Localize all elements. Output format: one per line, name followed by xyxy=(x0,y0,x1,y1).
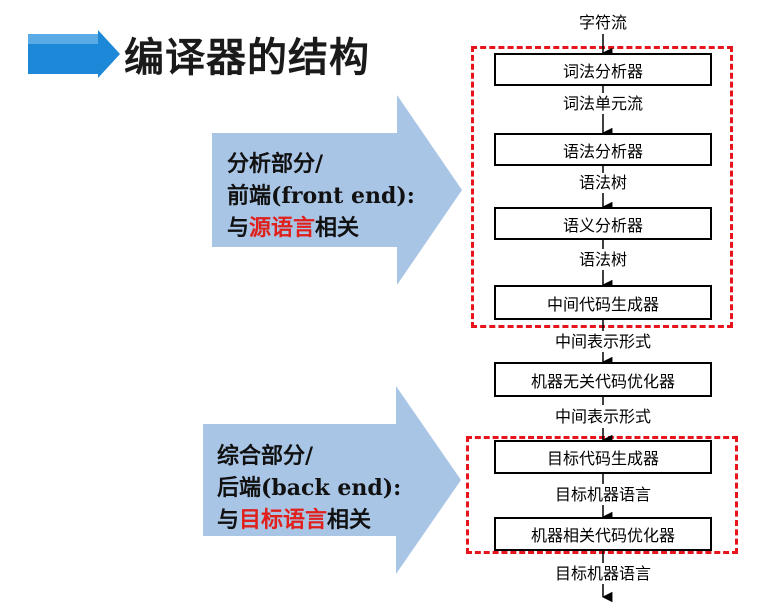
front-end-description: 分析部分/ 前端(front end): 与源语言相关 xyxy=(227,148,415,244)
label-target-code-2: 目标机器语言 xyxy=(554,564,652,583)
label-ir-2: 中间表示形式 xyxy=(554,407,652,426)
front-end-line3-post: 相关 xyxy=(315,215,360,241)
front-end-line2: 前端(front end): xyxy=(227,183,415,209)
title-arrow-icon xyxy=(28,30,120,78)
front-end-line3-pre: 与 xyxy=(227,215,250,241)
front-end-line3: 与源语言相关 xyxy=(227,212,415,244)
back-end-line3-pre: 与 xyxy=(217,507,240,533)
machine-dependent-optimizer-box: 机器相关代码优化器 xyxy=(494,517,712,551)
semantic-analyzer-box: 语义分析器 xyxy=(494,207,712,240)
front-end-arrow-shape xyxy=(212,95,462,285)
label-syntax-tree-1: 语法树 xyxy=(578,173,628,192)
label-input-char-stream: 字符流 xyxy=(578,13,628,32)
label-ir-1: 中间表示形式 xyxy=(554,332,652,351)
front-end-line1: 分析部分/ xyxy=(227,151,324,177)
ir-generator-box: 中间代码生成器 xyxy=(494,285,712,320)
page-title: 编译器的结构 xyxy=(124,35,370,81)
target-language-highlight: 目标语言 xyxy=(239,507,328,533)
machine-independent-optimizer-box: 机器无关代码优化器 xyxy=(494,362,712,397)
back-end-line3: 与目标语言相关 xyxy=(217,504,401,536)
code-generator-box: 目标代码生成器 xyxy=(494,440,712,474)
front-end-group-border xyxy=(471,46,733,328)
back-end-arrow-shape xyxy=(203,386,461,574)
source-language-highlight: 源语言 xyxy=(249,215,316,241)
parser-box: 语法分析器 xyxy=(494,133,712,166)
label-syntax-tree-2: 语法树 xyxy=(578,250,628,269)
back-end-line1: 综合部分/ xyxy=(217,443,314,469)
back-end-line2: 后端(back end): xyxy=(217,475,402,501)
back-end-description: 综合部分/ 后端(back end): 与目标语言相关 xyxy=(217,440,401,536)
back-end-line3-post: 相关 xyxy=(327,507,372,533)
label-token-stream: 词法单元流 xyxy=(562,94,644,113)
lexer-box: 词法分析器 xyxy=(494,53,712,86)
label-target-code-1: 目标机器语言 xyxy=(554,485,652,504)
